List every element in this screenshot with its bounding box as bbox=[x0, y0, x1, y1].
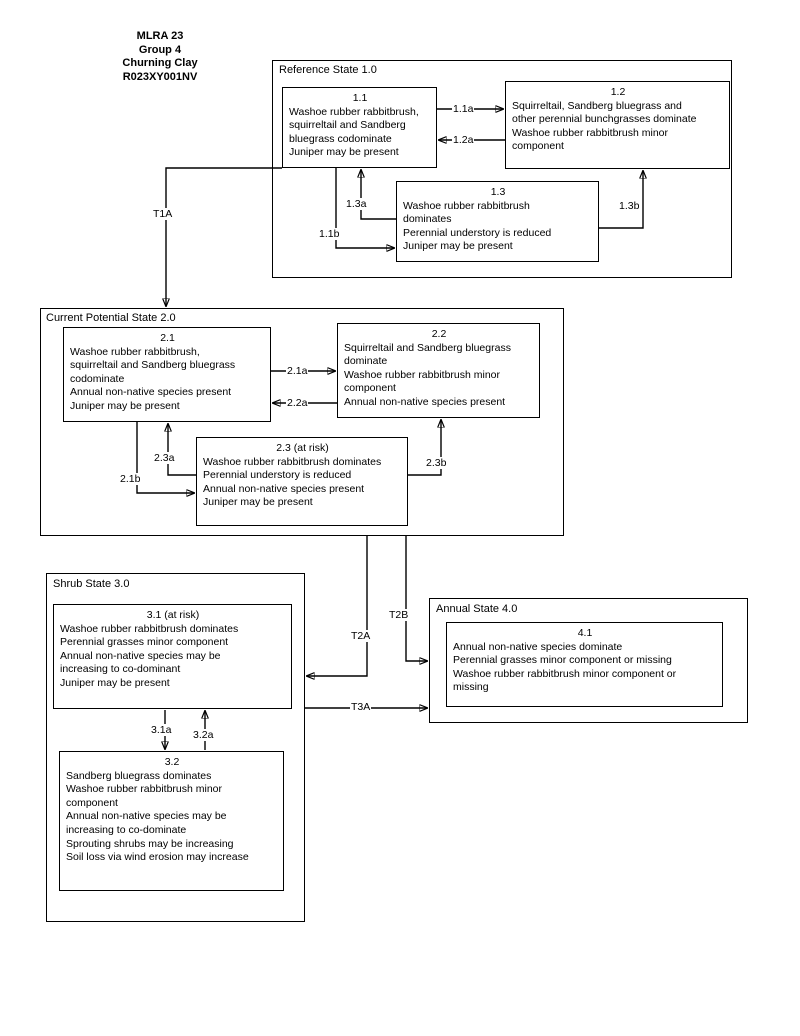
edge-label-t2b: T2B bbox=[388, 609, 410, 621]
edge-label-2-1b: 2.1b bbox=[119, 473, 142, 485]
state-label-annual: Annual State 4.0 bbox=[436, 603, 518, 615]
phase-box-3-2[interactable]: 3.2 Sandberg bluegrass dominates Washoe … bbox=[59, 751, 284, 891]
state-box-annual bbox=[429, 598, 748, 723]
edge-label-t3a: T3A bbox=[350, 701, 372, 713]
edge-label-3-1a: 3.1a bbox=[150, 724, 173, 736]
state-box-shrub bbox=[46, 573, 305, 922]
edge-t2b bbox=[405, 536, 427, 661]
edge-1-3b bbox=[599, 171, 643, 229]
edge-1-1b bbox=[335, 168, 394, 248]
phase-number: 2.3 (at risk) bbox=[276, 442, 329, 454]
phase-box-2-2[interactable]: 2.2 Squirreltail and Sandberg bluegrass … bbox=[337, 323, 540, 418]
phase-number: 1.1 bbox=[352, 92, 368, 104]
phase-box-3-1[interactable]: 3.1 (at risk) Washoe rubber rabbitbrush … bbox=[53, 604, 292, 709]
page-title: MLRA 23 Group 4 Churning Clay R023XY001N… bbox=[122, 30, 198, 83]
phase-number: 2.2 bbox=[431, 328, 447, 340]
phase-description: Washoe rubber rabbitbrush dominates Pere… bbox=[60, 622, 239, 689]
phase-box-4-1[interactable]: 4.1 Annual non-native species dominate P… bbox=[446, 622, 723, 707]
phase-description: Sandberg bluegrass dominates Washoe rubb… bbox=[66, 769, 249, 864]
state-label-current-potential: Current Potential State 2.0 bbox=[46, 312, 176, 324]
edge-label-t1a: T1A bbox=[152, 208, 174, 220]
phase-description: Washoe rubber rabbitbrush, squirreltail … bbox=[289, 105, 419, 159]
edge-label-2-1a: 2.1a bbox=[286, 365, 309, 377]
phase-box-1-2[interactable]: 1.2 Squirreltail, Sandberg bluegrass and… bbox=[505, 81, 730, 169]
edge-label-t2a: T2A bbox=[350, 630, 372, 642]
phase-box-1-1[interactable]: 1.1 Washoe rubber rabbitbrush, squirrelt… bbox=[282, 87, 437, 168]
edge-2-1b bbox=[136, 422, 194, 493]
phase-box-2-1[interactable]: 2.1 Washoe rubber rabbitbrush, squirrelt… bbox=[63, 327, 271, 422]
phase-description: Washoe rubber rabbitbrush dominates Pere… bbox=[403, 199, 552, 253]
edge-label-1-3b: 1.3b bbox=[618, 200, 641, 212]
edge-label-2-2a: 2.2a bbox=[286, 397, 309, 409]
phase-box-1-3[interactable]: 1.3 Washoe rubber rabbitbrush dominates … bbox=[396, 181, 599, 262]
edge-1-3a bbox=[361, 170, 396, 220]
edge-label-2-3a: 2.3a bbox=[153, 452, 176, 464]
edge-label-2-3b: 2.3b bbox=[425, 457, 448, 469]
phase-number: 1.2 bbox=[610, 86, 626, 98]
phase-description: Squirreltail and Sandberg bluegrass domi… bbox=[344, 341, 511, 408]
edge-label-1-3a: 1.3a bbox=[345, 198, 368, 210]
phase-number: 3.2 bbox=[164, 756, 180, 768]
edge-label-1-1a: 1.1a bbox=[452, 103, 475, 115]
phase-description: Washoe rubber rabbitbrush, squirreltail … bbox=[70, 345, 236, 412]
state-label-shrub: Shrub State 3.0 bbox=[53, 578, 130, 590]
phase-box-2-3[interactable]: 2.3 (at risk) Washoe rubber rabbitbrush … bbox=[196, 437, 408, 526]
state-label-reference: Reference State 1.0 bbox=[279, 64, 377, 76]
edge-t2a bbox=[307, 536, 368, 676]
phase-description: Annual non-native species dominate Peren… bbox=[453, 640, 677, 694]
edge-t1a bbox=[166, 167, 282, 306]
phase-description: Washoe rubber rabbitbrush dominates Pere… bbox=[203, 455, 382, 509]
phase-description: Squirreltail, Sandberg bluegrass and oth… bbox=[512, 99, 697, 153]
edge-2-3a bbox=[168, 424, 196, 476]
phase-number: 1.3 bbox=[490, 186, 506, 198]
state-box-current-potential bbox=[40, 308, 564, 536]
edge-label-1-2a: 1.2a bbox=[452, 134, 475, 146]
edge-2-3b bbox=[408, 420, 441, 476]
phase-number: 4.1 bbox=[577, 627, 593, 639]
phase-number: 3.1 (at risk) bbox=[146, 609, 200, 621]
edge-label-3-2a: 3.2a bbox=[192, 729, 215, 741]
edge-label-1-1b: 1.1b bbox=[318, 228, 341, 240]
state-box-reference bbox=[272, 60, 732, 278]
phase-number: 2.1 bbox=[160, 332, 175, 344]
